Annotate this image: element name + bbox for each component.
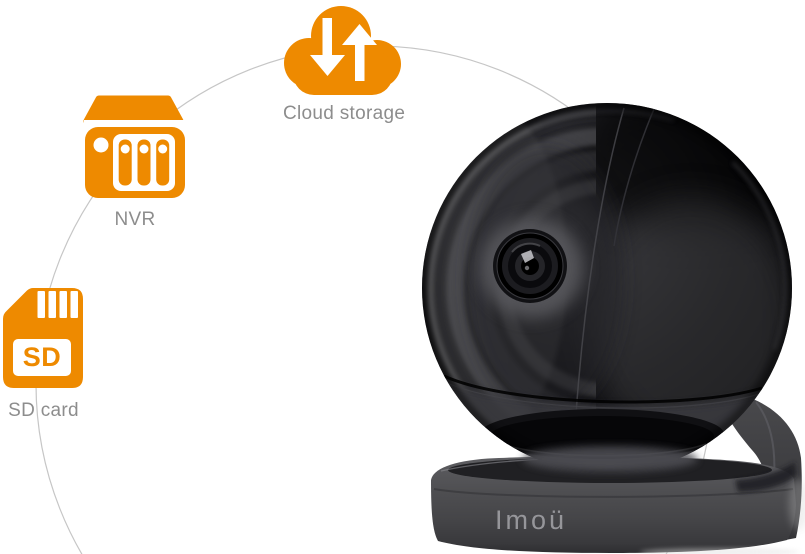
brand-logo: Imoü [494, 505, 568, 535]
sd-card-text: SD [22, 342, 62, 372]
cloud-icon [284, 6, 401, 95]
base-shadow [640, 479, 805, 554]
camera-sphere [422, 103, 792, 473]
sd-card-icon [3, 288, 83, 388]
cloud-storage-label: Cloud storage [283, 103, 406, 124]
nvr-label: NVR [114, 209, 156, 230]
cloud-up-arrow-icon [342, 24, 377, 81]
camera-product [422, 103, 805, 554]
sd-card-label: SD card [8, 400, 79, 421]
nvr-icon [83, 95, 185, 198]
camera-lens [480, 218, 584, 318]
cloud-down-arrow-icon [310, 18, 345, 76]
